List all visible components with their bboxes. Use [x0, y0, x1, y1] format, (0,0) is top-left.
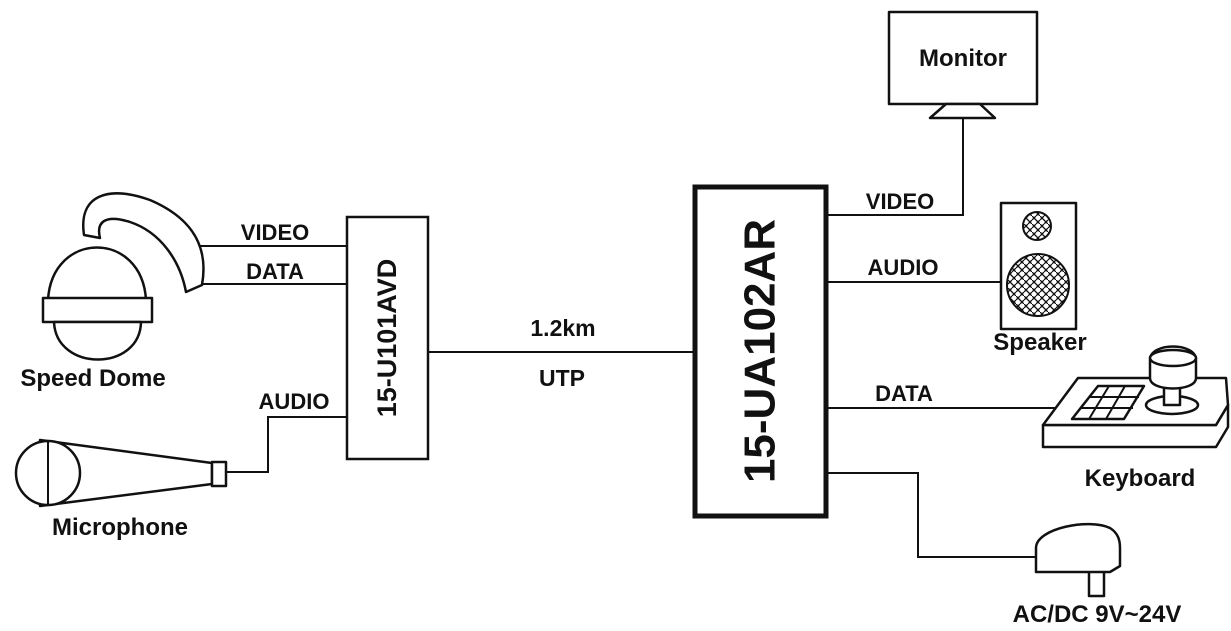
receiver-unit: 15-UA102AR [692, 184, 829, 519]
dome-video-label: VIDEO [241, 220, 309, 245]
power-wire [826, 472, 1036, 558]
monitor-icon [887, 10, 1039, 120]
power-adapter-label: AC/DC 9V~24V [1013, 601, 1182, 628]
speaker-audio-label: AUDIO [868, 255, 939, 280]
monitor-video-label: VIDEO [866, 189, 934, 214]
mic-audio-label: AUDIO [259, 389, 330, 414]
microphone-icon [14, 438, 228, 508]
dome-data-label: DATA [246, 259, 304, 284]
mic-audio-wire [226, 416, 347, 473]
microphone-label: Microphone [52, 514, 188, 541]
speed-dome-label: Speed Dome [20, 365, 165, 392]
keyboard-icon [1041, 345, 1230, 449]
transmitter-box [345, 215, 430, 461]
monitor-video-wire [826, 118, 964, 216]
power-adapter-icon [1034, 522, 1122, 598]
speed-dome-icon [41, 192, 205, 361]
speaker-label: Speaker [993, 329, 1086, 356]
receiver-box [692, 184, 829, 519]
transmitter-unit: 15-U101AVD [345, 215, 430, 461]
keyboard-data-label: DATA [875, 381, 933, 406]
utp-distance-label: 1.2km [530, 315, 595, 341]
utp-cable-label: UTP [539, 365, 585, 391]
receiver-label: 15-UA102AR [736, 219, 785, 483]
keyboard-label: Keyboard [1085, 465, 1196, 492]
monitor-label: Monitor [919, 45, 1007, 72]
speaker-icon [999, 201, 1078, 331]
transmitter-label: 15-U101AVD [372, 259, 402, 418]
